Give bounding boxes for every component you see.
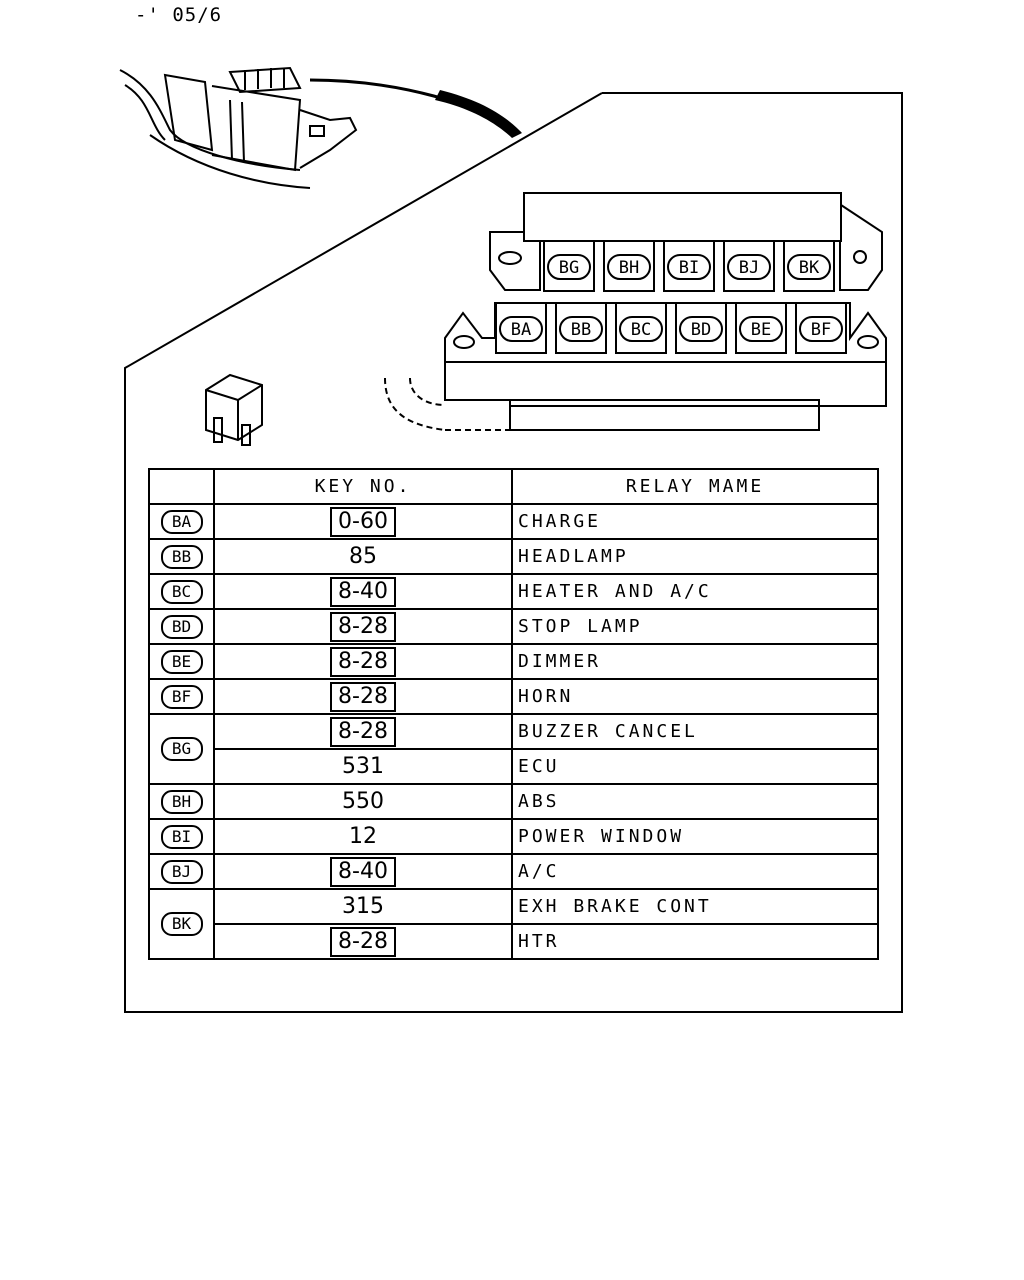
key-number: 8-28	[330, 646, 396, 677]
upper-row-cavities	[543, 240, 835, 292]
relay-name: ABS	[511, 783, 879, 820]
cavity-pills	[499, 254, 843, 342]
cavity-label: BH	[619, 258, 639, 278]
table-header-row: KEY NO. RELAY MAME	[148, 468, 879, 505]
relay-id-badge: BI	[160, 824, 203, 849]
key-number: 0-60	[330, 506, 396, 537]
relay-name: ECU	[511, 748, 879, 785]
cavity-bc	[615, 302, 667, 354]
table-row: BC 8-40 HEATER AND A/C	[148, 573, 879, 610]
relay-name: DIMMER	[511, 643, 879, 680]
relay-id-badge: BC	[160, 579, 203, 604]
table-row: BD 8-28 STOP LAMP	[148, 608, 879, 645]
cavity-label: BI	[679, 258, 699, 278]
table-row: BK 315 EXH BRAKE CONT	[148, 888, 879, 960]
relay-id-badge: BD	[160, 614, 203, 639]
cavity-bf	[795, 302, 847, 354]
relay-id-badge: BB	[160, 544, 203, 569]
relay-id-badge: BK	[160, 912, 203, 936]
relay-name: A/C	[511, 853, 879, 890]
relay-id-badge: BH	[160, 789, 203, 814]
table-row: BA 0-60 CHARGE	[148, 503, 879, 540]
cavity-label: BG	[559, 258, 579, 278]
cavity-label: BB	[571, 320, 591, 340]
relay-id-badge: BG	[160, 737, 203, 761]
key-number: 8-28	[330, 926, 396, 957]
lower-row-cavities	[495, 302, 847, 354]
cavity-bd	[675, 302, 727, 354]
relay-id-badge: BF	[160, 684, 203, 709]
cavity-label: BK	[799, 258, 820, 278]
cavity-label: BE	[751, 320, 771, 340]
relay-name: BUZZER CANCEL	[511, 713, 879, 750]
cavity-be	[735, 302, 787, 354]
diagram-frame	[124, 92, 903, 1013]
cavity-bb	[555, 302, 607, 354]
relay-name: HTR	[511, 923, 879, 960]
key-number: 8-40	[330, 576, 396, 607]
key-number: 12	[349, 823, 377, 849]
cavity-label: BC	[631, 320, 651, 340]
header-key-no: KEY NO.	[213, 468, 513, 505]
table-row: BF 8-28 HORN	[148, 678, 879, 715]
table-row: BB 85 HEADLAMP	[148, 538, 879, 575]
diagram-code: -' 05/6	[135, 4, 223, 26]
vehicle-location-sketch	[119, 66, 358, 189]
table-row: BI 12 POWER WINDOW	[148, 818, 879, 855]
table-row: 8-28 HTR	[149, 923, 879, 960]
header-id-cell	[148, 468, 215, 505]
cavity-bg	[543, 240, 595, 292]
table-row: BH 550 ABS	[148, 783, 879, 820]
relay-name: POWER WINDOW	[511, 818, 879, 855]
cavity-label: BA	[511, 320, 531, 340]
cavity-ba	[495, 302, 547, 354]
relay-id-badge: BA	[160, 509, 203, 534]
key-number: 531	[342, 753, 384, 779]
key-number: 8-28	[330, 716, 396, 747]
cavity-bj	[723, 240, 775, 292]
cavity-bi	[663, 240, 715, 292]
cavity-label: BJ	[739, 258, 759, 278]
cavity-label: BF	[811, 320, 831, 340]
key-number: 8-40	[330, 856, 396, 887]
header-relay-name: RELAY MAME	[511, 468, 879, 505]
relay-id-badge: BJ	[160, 859, 203, 884]
relay-name: HORN	[511, 678, 879, 715]
relay-id-badge: BE	[160, 649, 203, 674]
table-row: BG 8-28 BUZZER CANCEL	[148, 713, 879, 785]
table-row: BJ 8-40 A/C	[148, 853, 879, 890]
key-number: 8-28	[330, 611, 396, 642]
relay-name: EXH BRAKE CONT	[511, 888, 879, 925]
relay-sketch	[205, 373, 263, 446]
key-number: 550	[342, 788, 384, 814]
key-number: 85	[349, 543, 377, 569]
relay-name: CHARGE	[511, 503, 879, 540]
relay-table: KEY NO. RELAY MAME BA 0-60 CHARGE BB 85 …	[148, 468, 879, 960]
cavity-bh	[603, 240, 655, 292]
relay-box	[384, 192, 887, 431]
cavity-label: BD	[691, 320, 711, 340]
table-row: BE 8-28 DIMMER	[148, 643, 879, 680]
key-number: 8-28	[330, 681, 396, 712]
table-row: 531 ECU	[149, 748, 879, 785]
relay-name: HEADLAMP	[511, 538, 879, 575]
key-number: 315	[342, 893, 384, 919]
cavity-bk	[783, 240, 835, 292]
leader-arrow	[309, 78, 521, 135]
relay-name: HEATER AND A/C	[511, 573, 879, 610]
relay-name: STOP LAMP	[511, 608, 879, 645]
